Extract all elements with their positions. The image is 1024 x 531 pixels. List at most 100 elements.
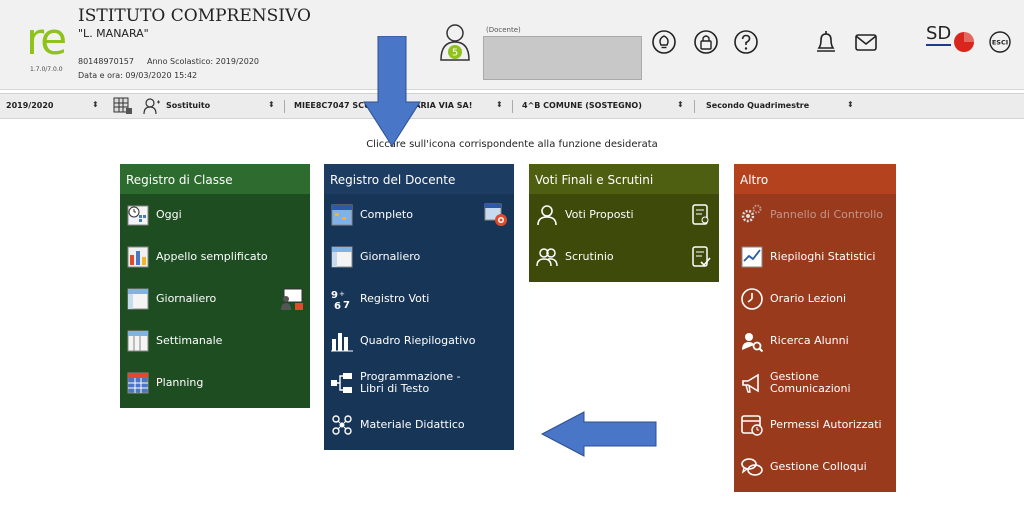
document-check-icon[interactable] xyxy=(689,245,713,269)
menu-item-label: Permessi Autorizzati xyxy=(770,418,882,431)
menu-item-label: Settimanale xyxy=(156,334,223,347)
panel-registro-docente: Registro del Docente Completo Giornalier… xyxy=(324,164,514,450)
menu-item-completo[interactable]: Completo xyxy=(324,194,514,236)
user-avatar-icon[interactable]: 5 xyxy=(438,22,472,62)
menu-item-oggi[interactable]: Oggi xyxy=(120,194,310,236)
panel-title: Registro di Classe xyxy=(120,164,310,194)
school-select-arrow-icon[interactable]: ⬍ xyxy=(496,100,503,109)
user-name-box xyxy=(483,36,642,80)
teacher-board-icon[interactable] xyxy=(280,287,304,311)
clock-icon xyxy=(741,288,763,310)
network-icon xyxy=(332,415,352,435)
menu-item-label: Giornaliero xyxy=(156,292,217,305)
document-user-icon[interactable] xyxy=(689,203,713,227)
class-select[interactable]: 4^B COMUNE (SOSTEGNO) xyxy=(522,101,642,110)
menu-item-label: Gestione xyxy=(770,370,819,383)
substitute-select-arrow-icon[interactable]: ⬍ xyxy=(268,100,275,109)
svg-text:+: + xyxy=(339,290,345,298)
instruction-text: Cliccare sull'icona corrispondente alla … xyxy=(366,139,658,150)
user-role: (Docente) xyxy=(486,26,521,34)
bell-icon[interactable] xyxy=(812,28,840,56)
attendance-icon xyxy=(127,246,149,268)
panel-title: Registro del Docente xyxy=(324,164,514,194)
calendar-clock-icon xyxy=(741,415,763,436)
menu-item-materiale-didattico[interactable]: Materiale Didattico xyxy=(324,404,514,446)
menu-item-ricerca-alunni[interactable]: Ricerca Alunni xyxy=(734,320,896,362)
menu-item-label: Completo xyxy=(360,208,413,221)
menu-item-planning[interactable]: Planning xyxy=(120,362,310,404)
menu-item-orario-lezioni[interactable]: Orario Lezioni xyxy=(734,278,896,320)
menu-item-giornaliero[interactable]: Giornaliero xyxy=(120,278,310,320)
hierarchy-icon xyxy=(331,373,352,393)
menu-item-label: Pannello di Controllo xyxy=(770,208,884,221)
app-version: 1.7.0/7.0.0 xyxy=(30,66,63,73)
complete-grid-icon xyxy=(331,204,353,226)
daily-grid-icon xyxy=(127,288,149,310)
menu-item-permessi-autorizzati[interactable]: Permessi Autorizzati xyxy=(734,404,896,446)
menu-item-voti-proposti[interactable]: Voti Proposti xyxy=(529,194,719,236)
menu-item-label-line2: Comunicazioni xyxy=(770,382,851,395)
exit-label: ESCI xyxy=(992,39,1008,47)
lock-icon[interactable] xyxy=(692,28,720,56)
year-select-arrow-icon[interactable]: ⬍ xyxy=(92,100,99,109)
toolbar: 2019/2020 ⬍ Sostituito ⬍ MIEE8C7047 SCUO… xyxy=(0,93,1024,119)
app-header: re 1.7.0/7.0.0 ISTITUTO COMPRENSIVO "L. … xyxy=(0,0,1024,90)
menu-item-programmazione[interactable]: Programmazione -Libri di Testo xyxy=(324,362,514,404)
app-logo[interactable]: re xyxy=(26,14,67,65)
substitute-select[interactable]: Sostituito xyxy=(166,101,211,110)
menu-item-label: Programmazione - xyxy=(360,370,461,383)
menu-item-riepiloghi-statistici[interactable]: Riepiloghi Statistici xyxy=(734,236,896,278)
down-arrow-annotation xyxy=(363,36,421,147)
panel-registro-classe: Registro di Classe Oggi Appello semplifi… xyxy=(120,164,310,408)
menu-item-settimanale[interactable]: Settimanale xyxy=(120,320,310,362)
menu-item-giornaliero-docente[interactable]: Giornaliero xyxy=(324,236,514,278)
menu-item-label: Oggi xyxy=(156,208,182,221)
period-select-arrow-icon[interactable]: ⬍ xyxy=(847,100,854,109)
svg-text:7: 7 xyxy=(343,300,350,311)
mail-icon[interactable] xyxy=(852,28,880,56)
sd-circle-icon[interactable] xyxy=(952,30,976,54)
menu-item-label: Ricerca Alunni xyxy=(770,334,849,347)
grid-settings-icon[interactable] xyxy=(113,97,133,115)
menu-item-gestione-colloqui[interactable]: Gestione Colloqui xyxy=(734,446,896,488)
sd-logo[interactable]: SD xyxy=(926,23,952,46)
year-select[interactable]: 2019/2020 xyxy=(6,101,54,110)
panel-title: Altro xyxy=(734,164,896,194)
period-select[interactable]: Secondo Quadrimestre xyxy=(706,101,810,110)
line-chart-icon xyxy=(741,246,763,268)
megaphone-icon xyxy=(742,373,759,393)
menu-item-label: Quadro Riepilogativo xyxy=(360,334,476,347)
toolbar-divider xyxy=(512,100,513,113)
datetime: Data e ora: 09/03/2020 15:42 xyxy=(78,71,198,80)
menu-item-label: Voti Proposti xyxy=(565,208,634,221)
register-target-icon[interactable] xyxy=(484,203,508,227)
substitute-user-icon[interactable] xyxy=(142,97,162,115)
calendar-clock-icon xyxy=(127,205,149,226)
conversation-icon xyxy=(741,458,763,476)
svg-text:9: 9 xyxy=(331,290,338,301)
left-arrow-annotation xyxy=(540,411,657,457)
exit-icon[interactable]: ESCI xyxy=(988,30,1012,54)
menu-item-label: Scrutinio xyxy=(565,250,614,263)
menu-item-pannello-controllo[interactable]: Pannello di Controllo xyxy=(734,194,896,236)
user-badge: 5 xyxy=(452,48,458,59)
menu-item-appello-semplificato[interactable]: Appello semplificato xyxy=(120,236,310,278)
menu-item-label: Planning xyxy=(156,376,204,389)
svg-text:6: 6 xyxy=(334,301,341,311)
panel-altro: Altro Pannello di Controllo Riepiloghi S… xyxy=(734,164,896,492)
menu-item-label: Riepiloghi Statistici xyxy=(770,250,876,263)
menu-item-scrutinio[interactable]: Scrutinio xyxy=(529,236,719,278)
daily-grid-icon xyxy=(331,246,353,268)
lightbulb-icon[interactable] xyxy=(650,28,678,56)
menu-item-label: Giornaliero xyxy=(360,250,421,263)
help-icon[interactable] xyxy=(732,28,760,56)
school-code: 80148970157 xyxy=(78,57,134,66)
menu-item-quadro-riepilogativo[interactable]: Quadro Riepilogativo xyxy=(324,320,514,362)
planning-grid-icon xyxy=(127,372,149,394)
school-year: Anno Scolastico: 2019/2020 xyxy=(147,57,260,66)
class-select-arrow-icon[interactable]: ⬍ xyxy=(677,100,684,109)
menu-item-label: Gestione Colloqui xyxy=(770,460,867,473)
